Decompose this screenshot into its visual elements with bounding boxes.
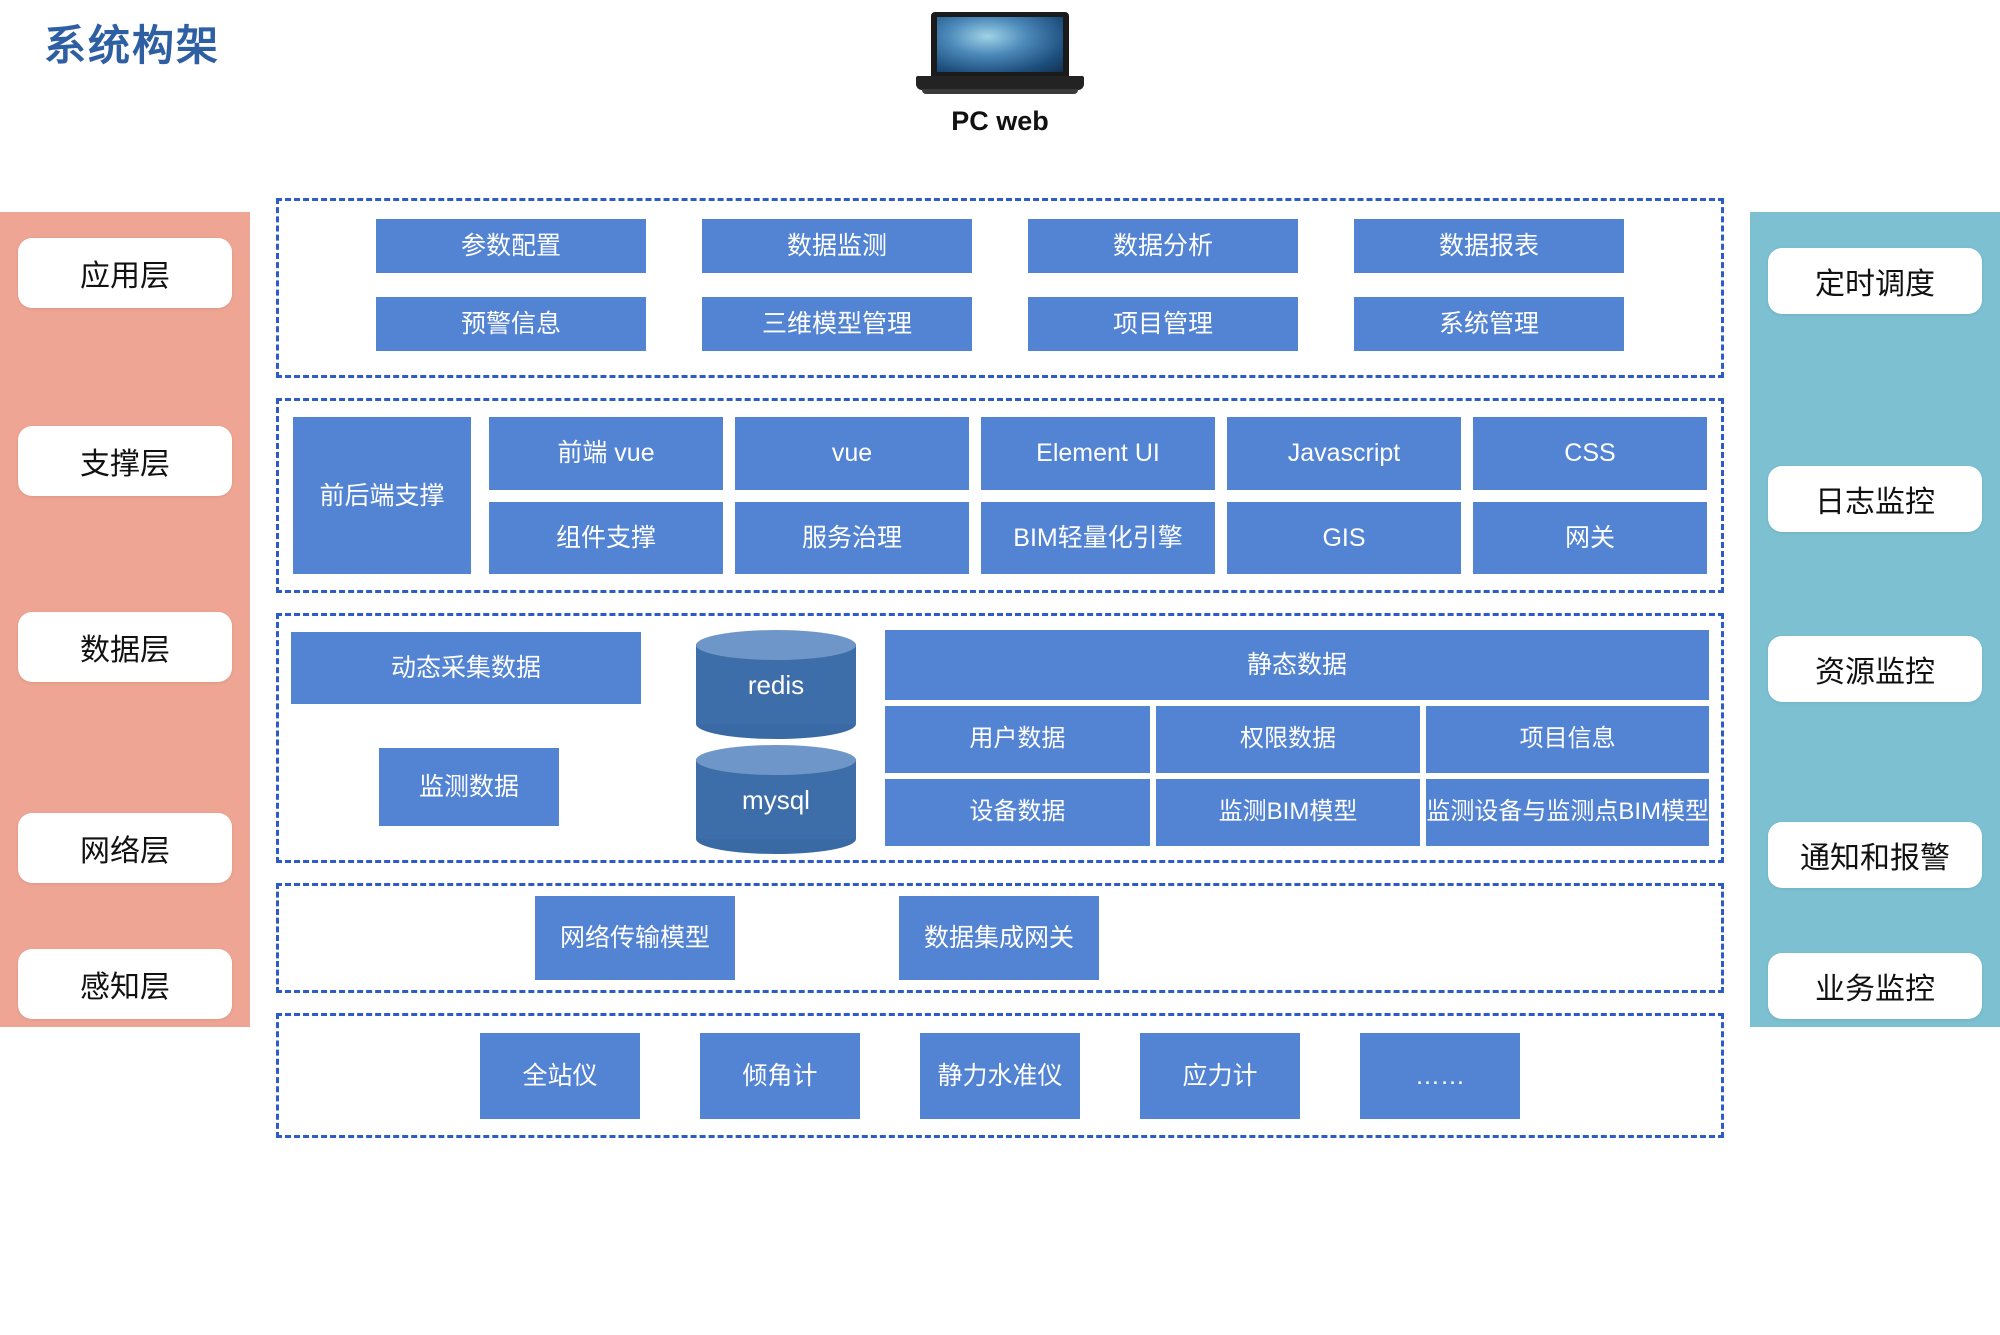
sense-box-hydrostatic-level[interactable]: 静力水准仪 [920, 1032, 1080, 1119]
app-box-warning-info[interactable]: 预警信息 [376, 297, 646, 351]
data-box-dynamic-collect[interactable]: 动态采集数据 [291, 632, 641, 704]
device-block: PC web [905, 12, 1095, 137]
perception-layer: 全站仪 倾角计 静力水准仪 应力计 …… [276, 1013, 1724, 1138]
database-cylinder-redis[interactable]: redis [696, 630, 856, 739]
network-inner: 网络传输模型 数据集成网关 [279, 886, 1721, 990]
sense-box-ellipsis[interactable]: …… [1360, 1032, 1520, 1119]
laptop-screen [937, 17, 1063, 72]
support-box-element-ui[interactable]: Element UI [981, 417, 1215, 490]
right-rail-item-alerting[interactable]: 通知和报警 [1768, 822, 1982, 888]
laptop-icon [916, 12, 1084, 94]
support-box-css[interactable]: CSS [1473, 417, 1707, 490]
application-grid: 参数配置 数据监测 数据分析 数据报表 预警信息 三维模型管理 项目管理 系统管… [279, 219, 1721, 351]
support-box-frontend-vue[interactable]: 前端 vue [489, 417, 723, 490]
app-box-data-report[interactable]: 数据报表 [1354, 219, 1624, 273]
support-layer: 前后端支撑 前端 vue vue Element UI Javascript C… [276, 398, 1724, 593]
static-data-header: 静态数据 [885, 630, 1709, 700]
static-box-device-data[interactable]: 设备数据 [885, 779, 1150, 846]
app-box-data-analysis[interactable]: 数据分析 [1028, 219, 1298, 273]
support-box-vue[interactable]: vue [735, 417, 969, 490]
left-rail-item-data[interactable]: 数据层 [18, 612, 232, 682]
left-rail: 应用层 支撑层 数据层 网络层 感知层 [0, 212, 250, 1027]
static-data-group: 静态数据 用户数据 权限数据 项目信息 设备数据 监测BIM模型 监测设备与监测… [871, 630, 1709, 846]
sense-box-inclinometer[interactable]: 倾角计 [700, 1032, 860, 1119]
support-box-component[interactable]: 组件支撑 [489, 501, 723, 574]
net-box-transport-model[interactable]: 网络传输模型 [535, 896, 735, 980]
support-grid: 前端 vue vue Element UI Javascript CSS 组件支… [489, 417, 1707, 574]
app-box-project-mgmt[interactable]: 项目管理 [1028, 297, 1298, 351]
laptop-foot [922, 89, 1078, 94]
static-box-permission-data[interactable]: 权限数据 [1155, 706, 1421, 773]
right-rail-item-business-monitor[interactable]: 业务监控 [1768, 953, 1982, 1019]
device-label: PC web [951, 106, 1049, 136]
app-box-data-monitor[interactable]: 数据监测 [702, 219, 972, 273]
right-rail-item-scheduler[interactable]: 定时调度 [1768, 248, 1982, 314]
support-box-gis[interactable]: GIS [1227, 501, 1461, 574]
perception-inner: 全站仪 倾角计 静力水准仪 应力计 …… [279, 1016, 1721, 1135]
support-box-bim-engine[interactable]: BIM轻量化引擎 [981, 501, 1215, 574]
support-box-javascript[interactable]: Javascript [1227, 417, 1461, 490]
data-left-group: 动态采集数据 监测数据 [291, 630, 681, 846]
sense-box-strain-gauge[interactable]: 应力计 [1140, 1032, 1300, 1119]
support-box-frontend-backend[interactable]: 前后端支撑 [293, 417, 471, 574]
static-box-project-info[interactable]: 项目信息 [1426, 706, 1709, 773]
support-box-gateway[interactable]: 网关 [1473, 501, 1707, 574]
page-title: 系统构架 [44, 22, 221, 69]
application-layer: 参数配置 数据监测 数据分析 数据报表 预警信息 三维模型管理 项目管理 系统管… [276, 198, 1724, 378]
layers-container: 参数配置 数据监测 数据分析 数据报表 预警信息 三维模型管理 项目管理 系统管… [276, 198, 1724, 1138]
support-box-service-gov[interactable]: 服务治理 [735, 501, 969, 574]
left-rail-item-application[interactable]: 应用层 [18, 238, 232, 308]
app-box-param-config[interactable]: 参数配置 [376, 219, 646, 273]
right-rail-item-resource-monitor[interactable]: 资源监控 [1768, 636, 1982, 702]
right-rail: 定时调度 日志监控 资源监控 通知和报警 业务监控 [1750, 212, 2000, 1027]
right-rail-item-log-monitor[interactable]: 日志监控 [1768, 466, 1982, 532]
static-data-grid: 用户数据 权限数据 项目信息 设备数据 监测BIM模型 监测设备与监测点BIM模… [885, 706, 1709, 846]
database-group: redis mysql [681, 630, 871, 854]
static-box-device-point-bim[interactable]: 监测设备与监测点BIM模型 [1426, 779, 1709, 846]
net-box-integration-gateway[interactable]: 数据集成网关 [899, 896, 1099, 980]
laptop-base [916, 76, 1084, 90]
data-box-monitoring[interactable]: 监测数据 [379, 748, 559, 826]
cylinder-top [696, 745, 856, 775]
left-rail-item-support[interactable]: 支撑层 [18, 426, 232, 496]
app-box-3d-model-mgmt[interactable]: 三维模型管理 [702, 297, 972, 351]
app-box-system-mgmt[interactable]: 系统管理 [1354, 297, 1624, 351]
static-box-user-data[interactable]: 用户数据 [885, 706, 1150, 773]
sense-box-total-station[interactable]: 全站仪 [480, 1032, 640, 1119]
support-inner: 前后端支撑 前端 vue vue Element UI Javascript C… [293, 417, 1707, 574]
laptop-lid [931, 12, 1069, 78]
database-cylinder-mysql[interactable]: mysql [696, 745, 856, 854]
network-layer: 网络传输模型 数据集成网关 [276, 883, 1724, 993]
database-label-redis: redis [747, 670, 805, 700]
left-rail-item-network[interactable]: 网络层 [18, 813, 232, 883]
left-rail-item-perception[interactable]: 感知层 [18, 949, 232, 1019]
database-label-mysql: mysql [742, 785, 810, 815]
static-box-monitor-bim[interactable]: 监测BIM模型 [1155, 779, 1421, 846]
data-inner: 动态采集数据 监测数据 redis mysql 静态数据 [291, 630, 1709, 854]
data-layer: 动态采集数据 监测数据 redis mysql 静态数据 [276, 613, 1724, 863]
cylinder-top [696, 630, 856, 660]
